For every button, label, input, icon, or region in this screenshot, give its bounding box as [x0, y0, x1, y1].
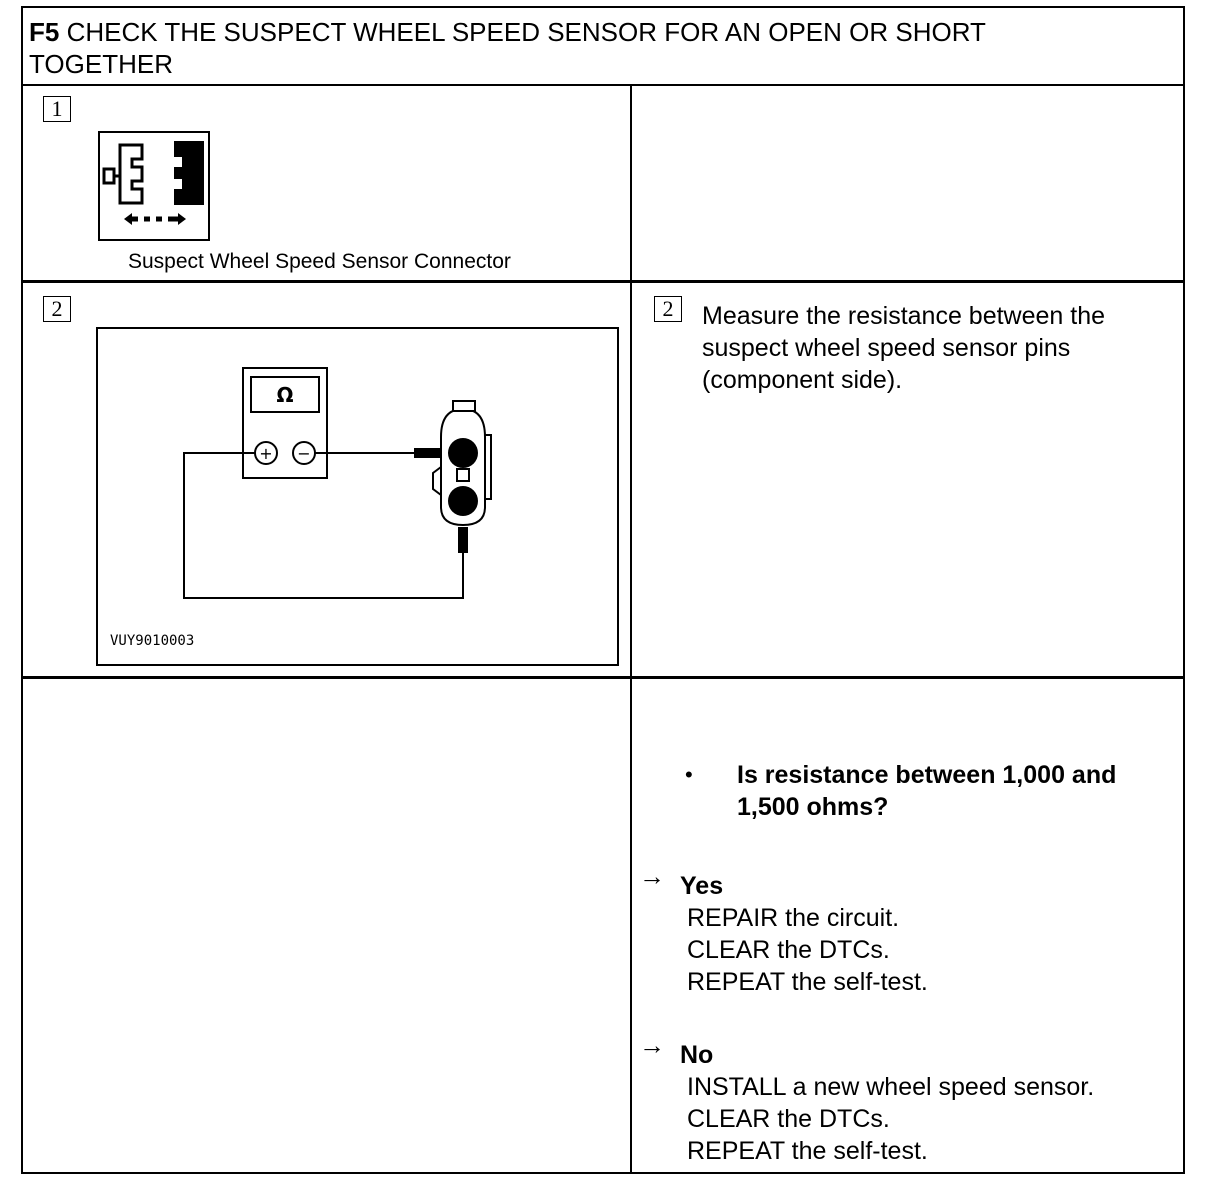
no-action-3: REPEAT the self-test.	[687, 1137, 928, 1165]
no-action-2: CLEAR the DTCs.	[687, 1105, 890, 1133]
positive-probe	[458, 527, 468, 553]
step-id: F5	[29, 17, 60, 47]
question-bullet: •	[685, 762, 693, 787]
sensor-pin-1	[448, 438, 478, 468]
no-action-1: INSTALL a new wheel speed sensor.	[687, 1073, 1095, 1101]
no-label: No	[680, 1041, 714, 1069]
step-2-number: 2	[43, 296, 71, 322]
resistance-question: Is resistance between 1,000 and 1,500 oh…	[737, 761, 1117, 821]
ohmmeter-display	[250, 376, 320, 413]
yes-label: Yes	[680, 872, 724, 900]
ohmmeter-diagram: Ω + −	[96, 327, 619, 666]
yes-arrow-icon: →	[639, 861, 665, 891]
step-1-number: 1	[43, 96, 71, 122]
no-arrow-icon: →	[639, 1030, 665, 1060]
plus-sign: +	[259, 444, 272, 463]
no-actions: INSTALL a new wheel speed sensor. CLEAR …	[687, 1071, 1094, 1167]
column-divider	[630, 84, 632, 1174]
row-divider-1	[21, 280, 1185, 283]
yes-action-1: REPAIR the circuit.	[687, 904, 900, 932]
diagnostic-step-table: F5 CHECK THE SUSPECT WHEEL SPEED SENSOR …	[21, 6, 1185, 1174]
step-title-row: F5 CHECK THE SUSPECT WHEEL SPEED SENSOR …	[21, 6, 1185, 86]
step-1-caption: Suspect Wheel Speed Sensor Connector	[128, 250, 511, 273]
minus-sign: −	[297, 444, 310, 463]
ohm-symbol: Ω	[276, 383, 293, 407]
positive-lead	[183, 452, 464, 599]
instruction-step-number: 2	[654, 296, 682, 322]
yes-actions: REPAIR the circuit. CLEAR the DTCs. REPE…	[687, 902, 928, 998]
row-divider-2	[21, 676, 1185, 679]
yes-action-2: CLEAR the DTCs.	[687, 936, 890, 964]
connector-disconnect-icon	[98, 131, 210, 241]
ohmmeter-figure: Ω + − VUY9010003	[96, 327, 619, 666]
negative-probe	[414, 448, 452, 458]
step-title-text: CHECK THE SUSPECT WHEEL SPEED SENSOR FOR…	[29, 17, 986, 79]
yes-action-3: REPEAT the self-test.	[687, 968, 928, 996]
step-2-instruction: Measure the resistance between the suspe…	[702, 302, 1106, 394]
figure-code: VUY9010003	[110, 633, 195, 649]
step-title: F5 CHECK THE SUSPECT WHEEL SPEED SENSOR …	[29, 16, 1129, 80]
sensor-pin-2	[448, 486, 478, 516]
